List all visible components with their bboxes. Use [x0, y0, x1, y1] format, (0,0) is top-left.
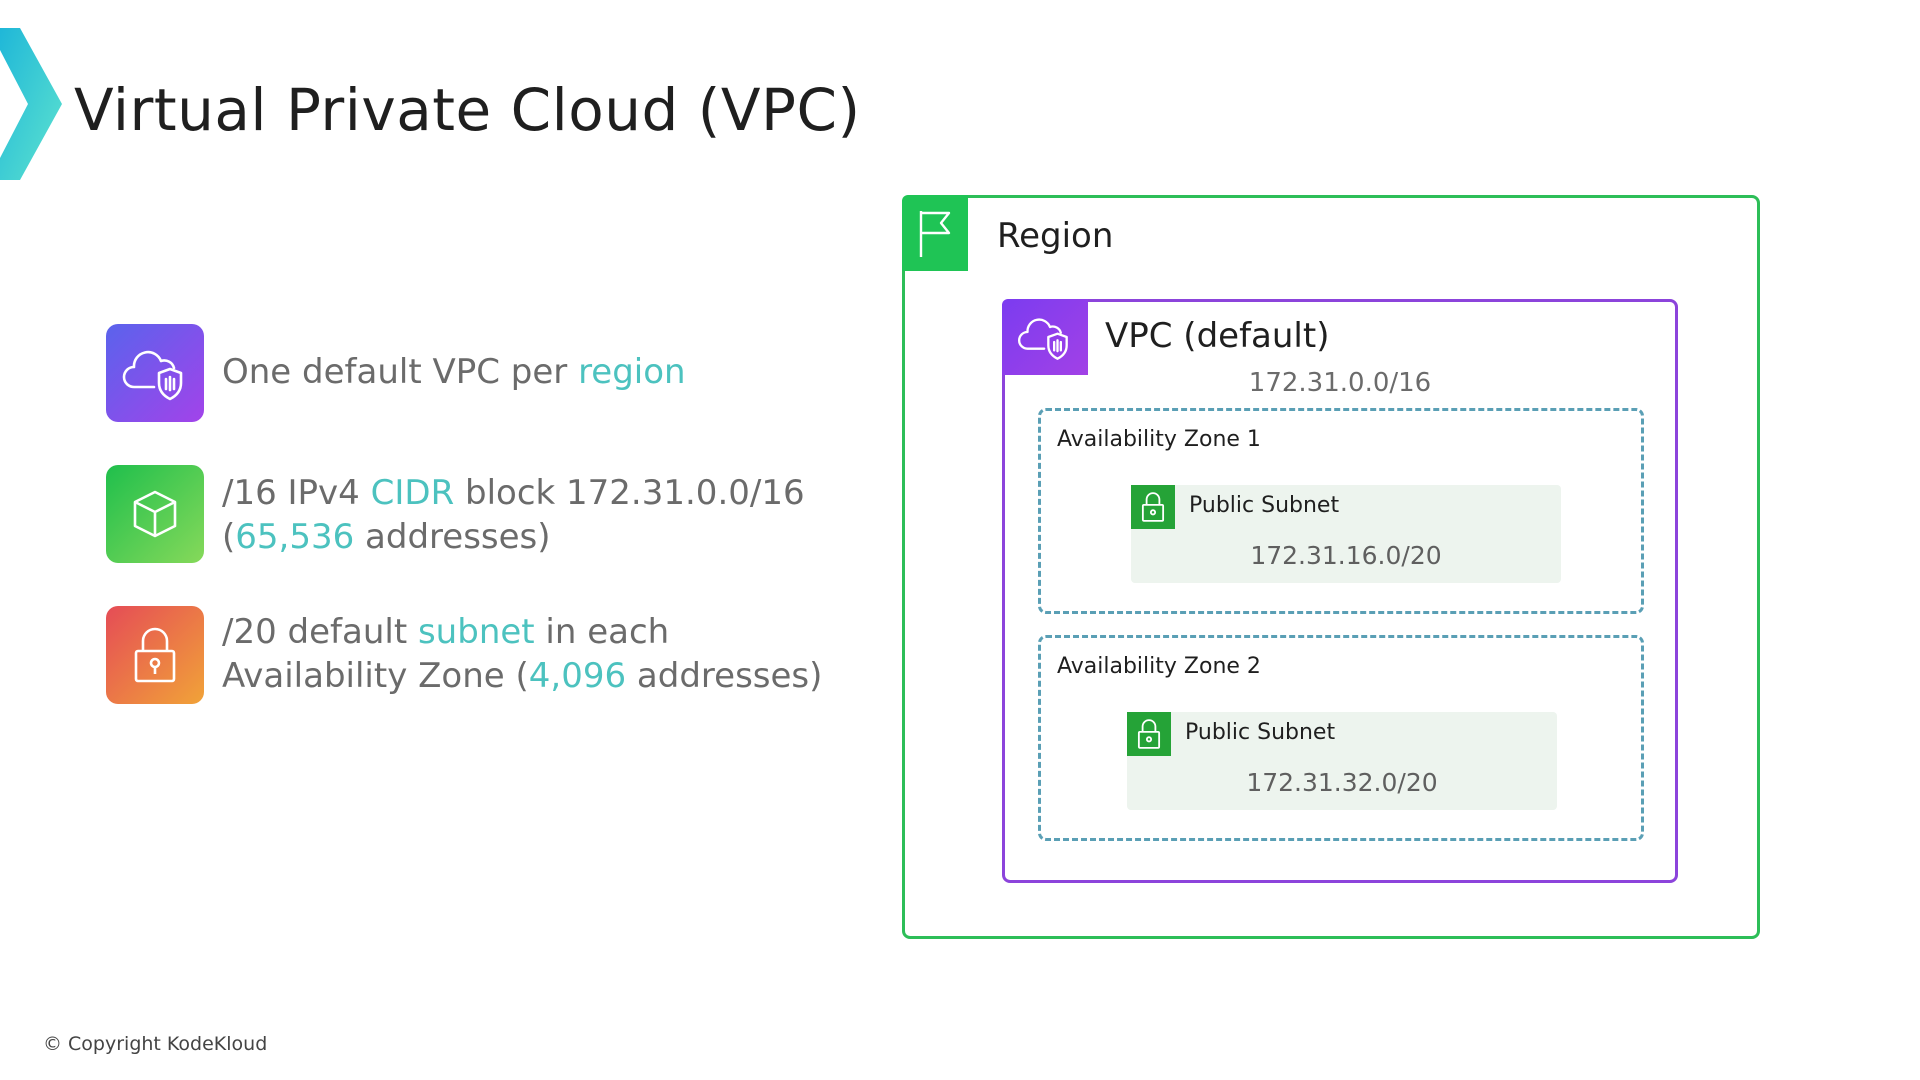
bullet-text: /20 default subnet in each Availability …	[222, 612, 823, 696]
availability-zone-2: Availability Zone 2	[1038, 635, 1644, 841]
bullet-text: /16 IPv4 CIDR block 172.31.0.0/16 (65,53…	[222, 473, 805, 557]
flag-icon	[902, 195, 968, 271]
region-label: Region	[997, 216, 1114, 256]
subnet-label: Public Subnet	[1189, 493, 1340, 518]
subnet-cidr: 172.31.16.0/20	[1250, 541, 1442, 570]
vpc-cloud-shield-icon	[1002, 299, 1088, 375]
subnet-label: Public Subnet	[1185, 720, 1336, 745]
subnet-lock-icon	[1131, 485, 1175, 529]
region-box: Region	[902, 195, 1760, 939]
public-subnet-2: Public Subnet 172.31.32.0/20	[1127, 712, 1557, 810]
vpc-label: VPC (default)	[1105, 316, 1330, 356]
page-title: Virtual Private Cloud (VPC)	[74, 76, 861, 144]
vpc-cidr: 172.31.0.0/16	[1248, 368, 1432, 398]
cloud-shield-icon	[106, 324, 204, 422]
cube-icon	[106, 465, 204, 563]
lock-icon	[106, 606, 204, 704]
az-label: Availability Zone 1	[1057, 427, 1261, 452]
subnet-cidr: 172.31.32.0/20	[1246, 768, 1438, 797]
availability-zone-1: Availability Zone 1	[1038, 408, 1644, 614]
chevron-logo-icon	[0, 28, 62, 180]
vpc-box: VPC (default) 172.31.0.0/16	[1002, 299, 1678, 883]
bullet-text: One default VPC per region	[222, 352, 686, 392]
copyright-text: © Copyright KodeKloud	[43, 1033, 268, 1055]
az-label: Availability Zone 2	[1057, 654, 1261, 679]
subnet-lock-icon	[1127, 712, 1171, 756]
public-subnet-1: Public Subnet 172.31.16.0/20	[1131, 485, 1561, 583]
